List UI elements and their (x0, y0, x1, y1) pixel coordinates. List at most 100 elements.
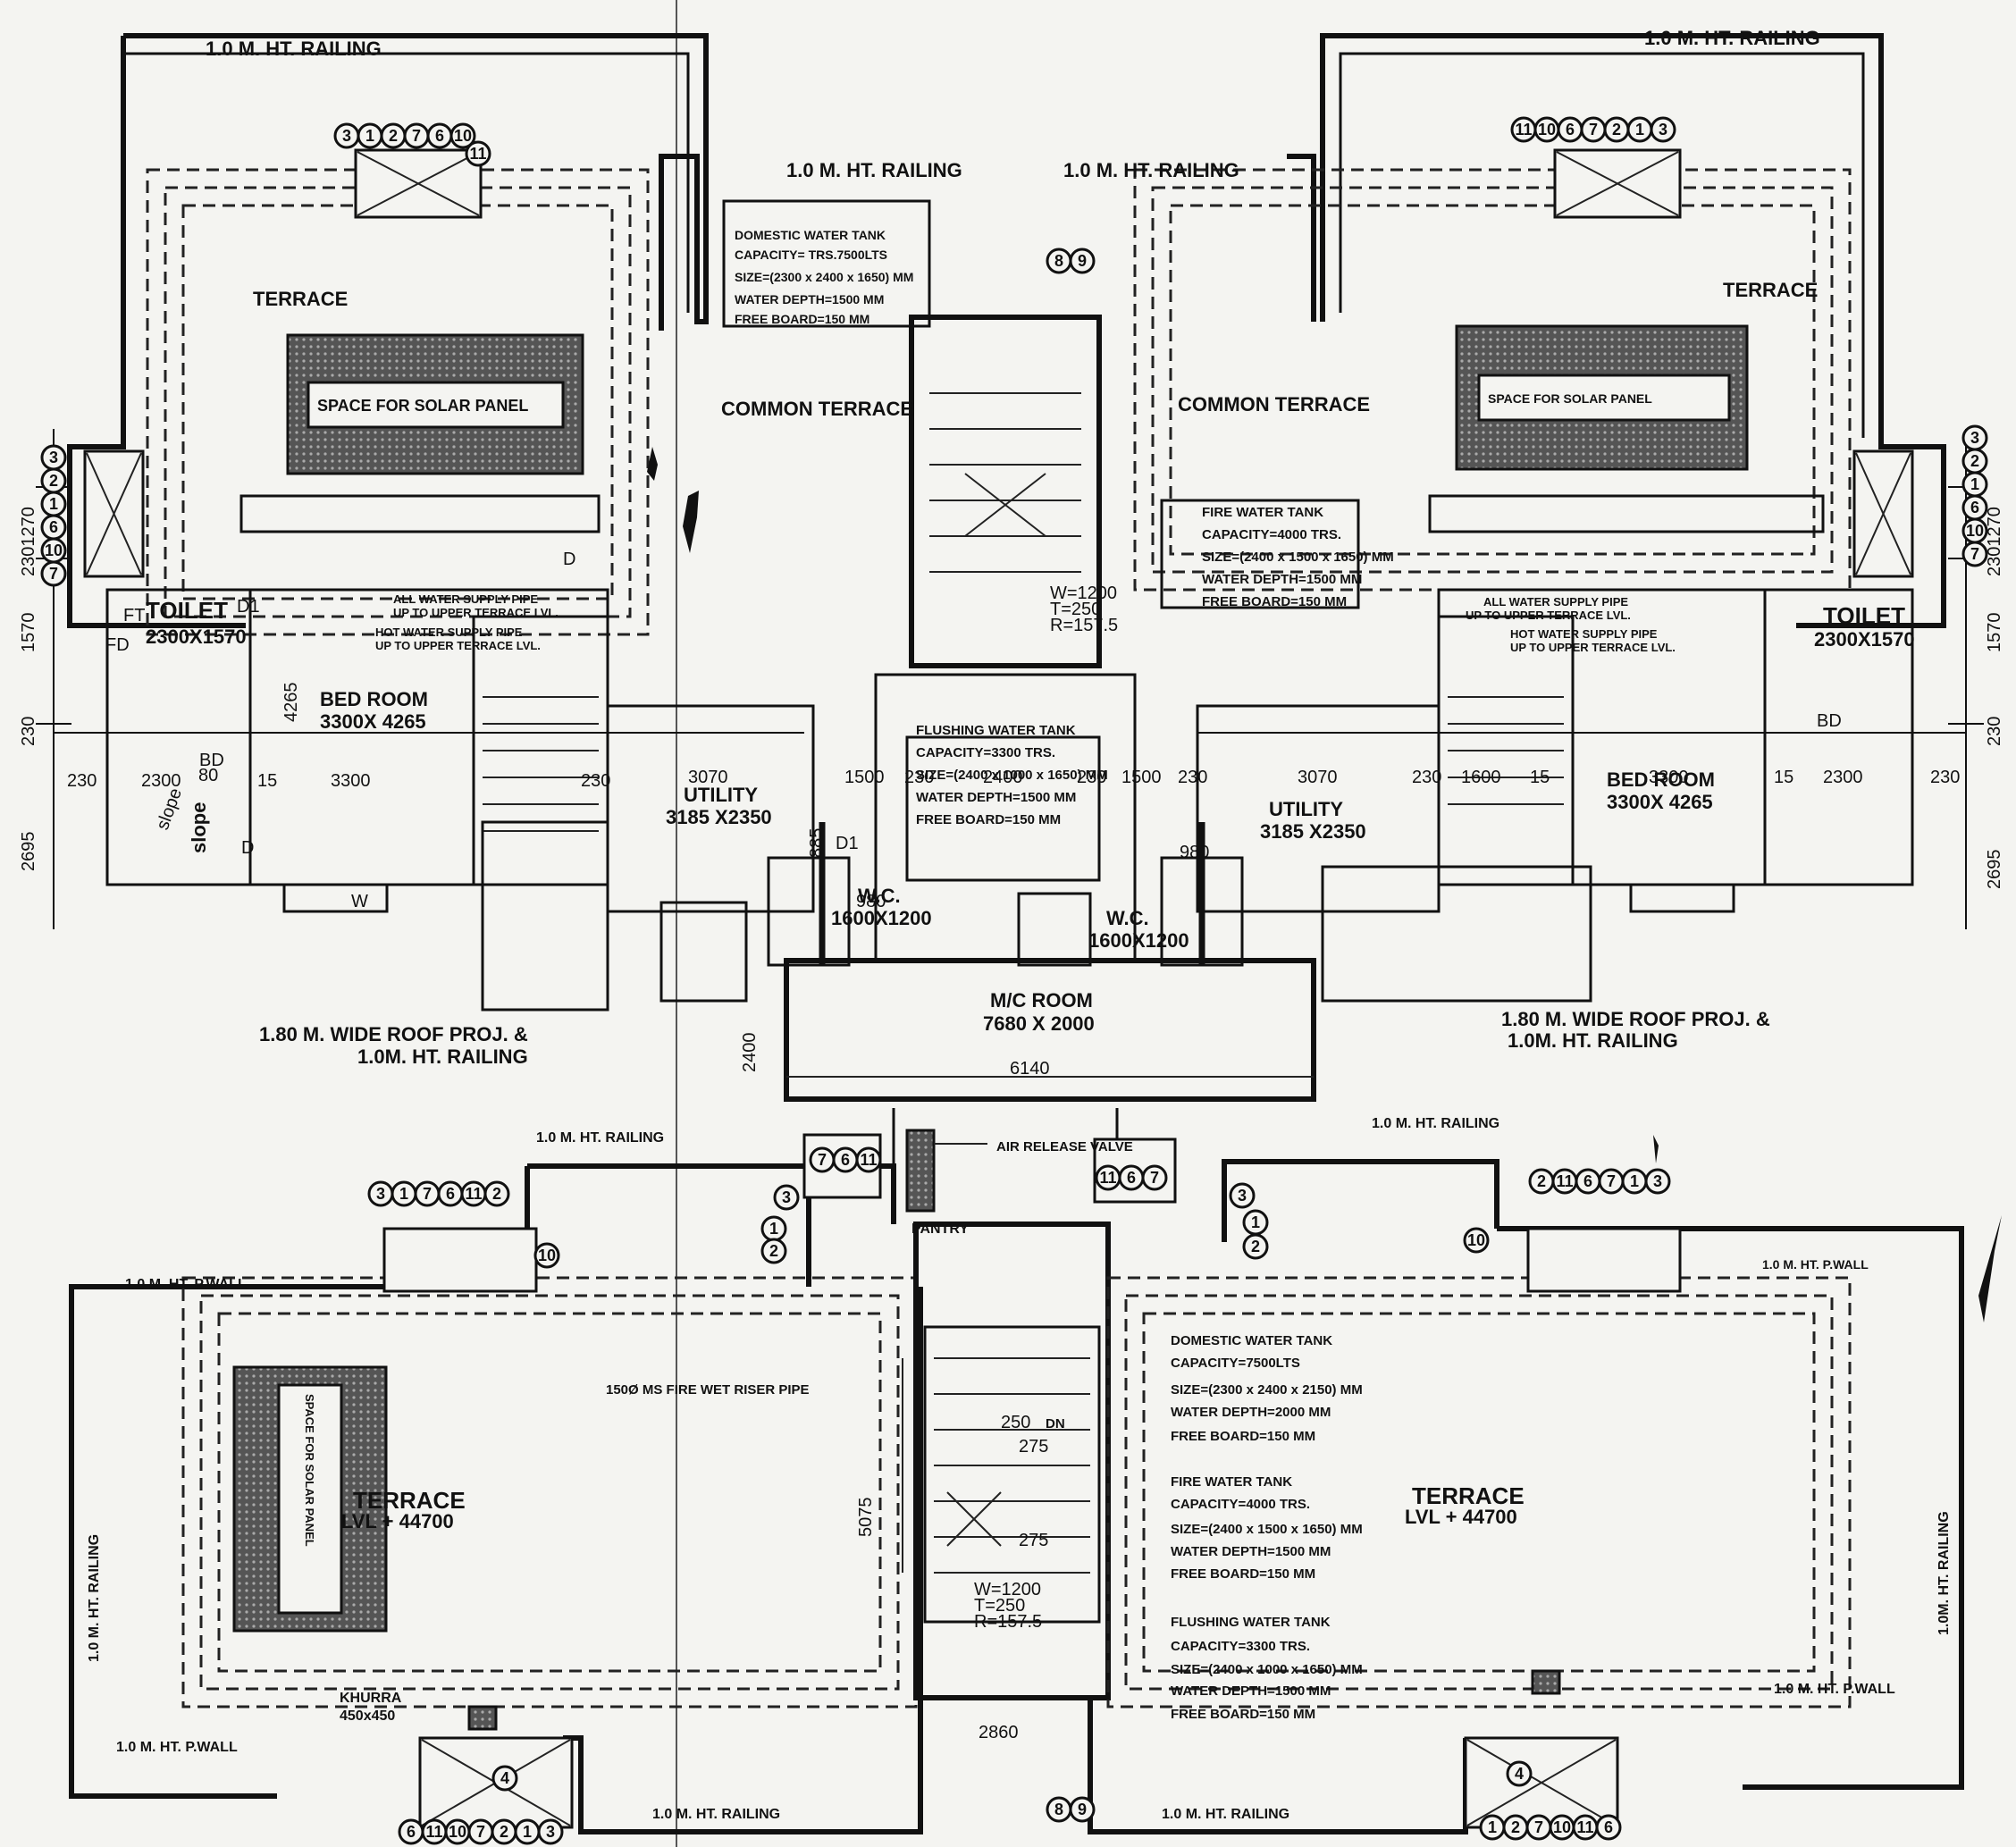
circle-tag: 1 (357, 122, 383, 149)
dim-text: 5075 (856, 1498, 876, 1538)
parapet-dash (1169, 204, 1816, 556)
tank-title: FLUSHING WATER TANK (1171, 1615, 1331, 1630)
dim-text: 230 (904, 768, 934, 787)
svg-text:11: 11 (1556, 1172, 1573, 1190)
railing-label: 1.0 M. HT. RAILING (652, 1807, 780, 1822)
tank-depth: WATER DEPTH=2000 MM (1171, 1405, 1331, 1420)
tank-free: FREE BOARD=150 MM (1202, 594, 1347, 609)
window (282, 883, 389, 913)
supply-pipe-label: UP TO UPPER TERRACE LVL. (393, 606, 559, 619)
svg-text:2: 2 (1511, 1818, 1520, 1836)
top-left-unit (36, 33, 851, 1012)
flushing-tank-box (905, 735, 1101, 882)
dim-text: 2695 (1985, 850, 2004, 890)
stair-data: W=1200 (974, 1580, 1041, 1599)
svg-text:6: 6 (1127, 1169, 1136, 1187)
svg-text:10: 10 (45, 542, 63, 559)
railing-label: 1.0 M. HT. RAILING (206, 38, 382, 60)
svg-text:7: 7 (1607, 1172, 1616, 1190)
circle-tag: 11 (1095, 1164, 1121, 1191)
circle-tag: 1 (760, 1215, 787, 1242)
svg-text:7: 7 (1970, 545, 1979, 563)
hot-pipe-label: UP TO UPPER TERRACE LVL. (1510, 641, 1676, 654)
svg-text:6: 6 (1583, 1172, 1592, 1190)
bottom-left-terrace (69, 1133, 923, 1834)
svg-text:6: 6 (1566, 121, 1575, 139)
circle-tag: 3 (1650, 116, 1676, 143)
svg-text:7: 7 (423, 1185, 432, 1203)
dim-text: 1570 (19, 613, 38, 653)
svg-text:6: 6 (435, 127, 444, 145)
tank-free: FREE BOARD=150 MM (916, 812, 1061, 827)
tank-title: FIRE WATER TANK (1202, 505, 1323, 520)
svg-text:3: 3 (782, 1188, 791, 1206)
door-label: D (563, 550, 575, 569)
dim-text: 1570 (1985, 613, 2004, 653)
dim-text: 3300 (1649, 768, 1689, 787)
dim-text: 980 (856, 892, 886, 911)
dim-text: 15 (257, 771, 277, 791)
svg-text:3: 3 (1659, 121, 1667, 139)
svg-text:11: 11 (469, 145, 486, 163)
terrace-label: TERRACE (353, 1487, 466, 1514)
top-right-unit (1133, 33, 1984, 1003)
circle-tag: 11 (1510, 116, 1537, 143)
utility-size: 3185 X2350 (1260, 820, 1366, 843)
tank-depth: WATER DEPTH=1500 MM (916, 790, 1076, 805)
circle-tag: 6 (40, 514, 67, 541)
toilet-size: 2300X1570 (1814, 628, 1915, 651)
tank-title: FLUSHING WATER TANK (916, 723, 1076, 738)
tank-capacity: CAPACITY=3300 TRS. (916, 745, 1055, 760)
door-label: D (241, 838, 254, 858)
dim-text: 3070 (1298, 768, 1338, 787)
svg-text:3: 3 (1653, 1172, 1662, 1190)
circle-tag: 8 (1046, 248, 1072, 274)
circle-tag: 7 (40, 560, 67, 587)
circle-tag: 2 (483, 1180, 510, 1207)
railing-label: 1.0 M. HT. RAILING (87, 1534, 102, 1662)
circle-tag: 1 (1961, 471, 1988, 498)
dim-text: 230 (1412, 768, 1441, 787)
wet-riser-label: 150Ø MS FIRE WET RISER PIPE (606, 1382, 810, 1398)
svg-text:11: 11 (465, 1185, 482, 1203)
stair-dn: DN (1046, 1416, 1065, 1431)
solar-panel-label-box (277, 1383, 343, 1615)
beam-band (239, 494, 601, 533)
circle-tag: 7 (414, 1180, 441, 1207)
roof-proj-outline (481, 820, 609, 1012)
railing-line (123, 52, 690, 313)
railing-line (1339, 52, 1865, 438)
outer-wall (1497, 1226, 1964, 1790)
fire-tank-box (1160, 499, 1360, 609)
svg-text:2: 2 (1612, 121, 1621, 139)
circle-tag: 1 (40, 491, 67, 517)
circle-tag: 3 (537, 1818, 564, 1845)
svg-text:2: 2 (769, 1242, 778, 1260)
outer-wall (1320, 33, 1946, 628)
circle-tag: 2 (1603, 116, 1630, 143)
khurra-label: KHURRA (340, 1691, 402, 1706)
hot-pipe-label: HOT WATER SUPPLY PIPE (1510, 627, 1658, 641)
toilet-size: 2300X1570 (146, 625, 247, 648)
bedroom-label: BED ROOM (1607, 768, 1715, 791)
slope-label: slope (188, 802, 210, 853)
fd-label: FD (105, 635, 130, 655)
circle-tag: 2 (1242, 1233, 1269, 1260)
railing-label: 1.0 M. HT. RAILING (1644, 27, 1820, 49)
railing-label: 1.0 M. HT. RAILING (536, 1130, 664, 1146)
wc-size: 1600X1200 (1088, 929, 1189, 952)
solar-label: SPACE FOR SOLAR PANEL (303, 1394, 316, 1547)
railing-label: 1.0 M. HT. RAILING (1063, 159, 1239, 181)
svg-text:1: 1 (399, 1185, 408, 1203)
dim-text: 3300 (331, 771, 371, 791)
svg-text:3: 3 (546, 1823, 555, 1841)
svg-text:8: 8 (1054, 252, 1063, 270)
bd-label: BD (199, 751, 224, 770)
svg-text:11: 11 (1576, 1818, 1593, 1836)
stair-flight (923, 1325, 1101, 1624)
circle-tag: 10 (1961, 517, 1988, 544)
circle-tag: 11 (465, 140, 491, 167)
top-center-core (722, 199, 1316, 1213)
